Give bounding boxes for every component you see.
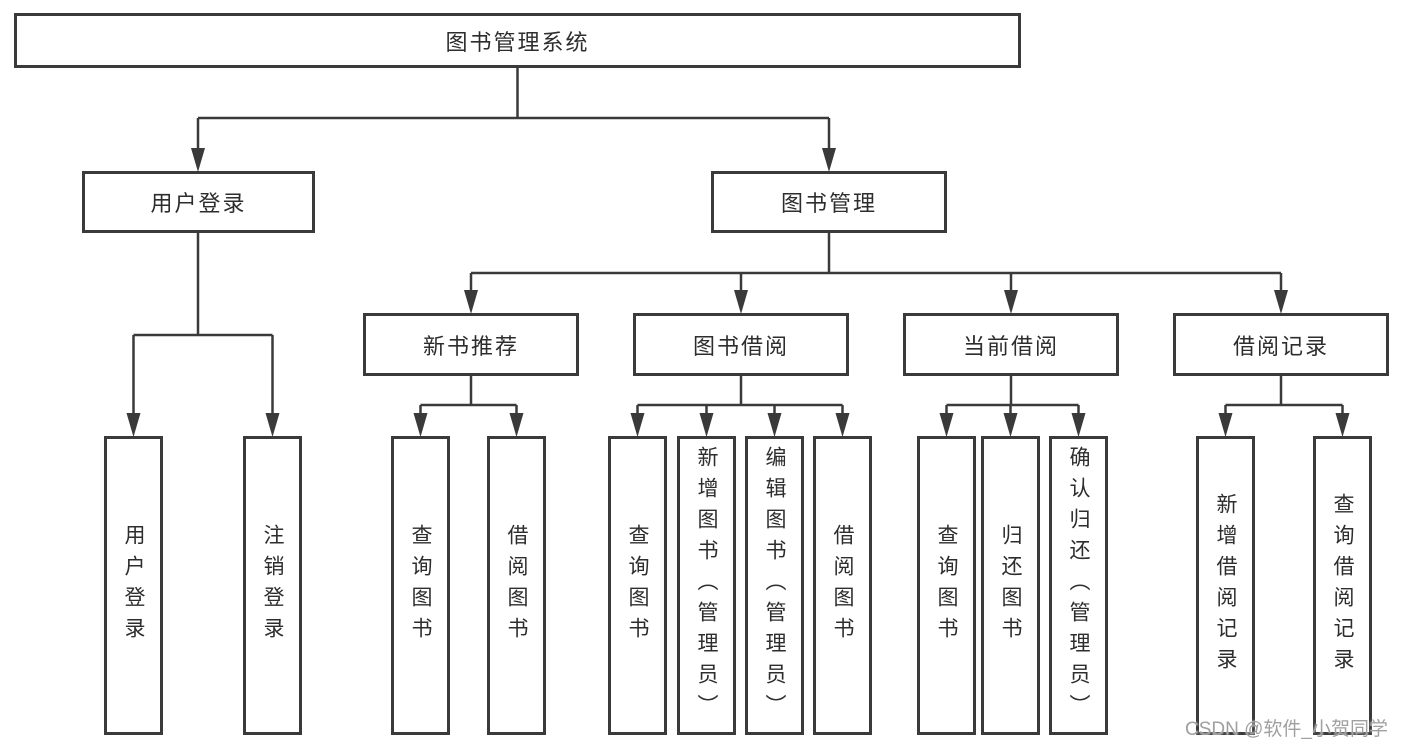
leaf-label: 查询借阅记录 — [1331, 492, 1354, 679]
node-new-book-recommendation: 新书推荐 — [363, 313, 579, 376]
leaf-borrow-books: 借阅图书 — [813, 436, 872, 735]
leaf-confirm-return-admin: 确认归还（管理员） — [1049, 436, 1108, 735]
leaf-label: 查询图书 — [626, 523, 649, 648]
leaf-label: 新增借阅记录 — [1214, 492, 1237, 679]
leaf-label: 归还图书 — [999, 523, 1022, 648]
leaf-label: 借阅图书 — [831, 523, 854, 648]
node-book-management: 图书管理 — [711, 171, 947, 233]
leaf-return-books: 归还图书 — [981, 436, 1040, 735]
leaf-label: 查询图书 — [409, 523, 432, 648]
leaf-label: 借阅图书 — [505, 523, 528, 648]
leaf-label: 注销登录 — [261, 523, 284, 648]
leaf-label: 新增图书（管理员） — [695, 446, 718, 725]
leaf-add-books-admin: 新增图书（管理员） — [677, 436, 736, 735]
watermark: CSDN @软件_小贺同学 — [1185, 719, 1388, 740]
leaf-label: 查询图书 — [935, 523, 958, 648]
leaf-label: 编辑图书（管理员） — [763, 446, 786, 725]
node-root: 图书管理系统 — [14, 13, 1021, 68]
leaf-logout: 注销登录 — [243, 436, 302, 735]
leaf-edit-books-admin: 编辑图书（管理员） — [745, 436, 804, 735]
node-user-login: 用户登录 — [82, 171, 315, 233]
node-current-borrowing: 当前借阅 — [903, 313, 1119, 376]
leaf-label: 用户登录 — [122, 523, 145, 648]
leaf-borrow-books-recommend: 借阅图书 — [487, 436, 546, 735]
leaf-user-login: 用户登录 — [104, 436, 163, 735]
leaf-query-borrow-record: 查询借阅记录 — [1313, 436, 1372, 735]
leaf-query-books-borrowing: 查询图书 — [608, 436, 667, 735]
node-borrowing-records: 借阅记录 — [1173, 313, 1389, 376]
leaf-label: 确认归还（管理员） — [1067, 446, 1090, 725]
node-book-borrowing: 图书借阅 — [633, 313, 849, 376]
leaf-add-borrow-record: 新增借阅记录 — [1196, 436, 1255, 735]
leaf-query-books-recommend: 查询图书 — [391, 436, 450, 735]
leaf-query-books-current: 查询图书 — [917, 436, 976, 735]
